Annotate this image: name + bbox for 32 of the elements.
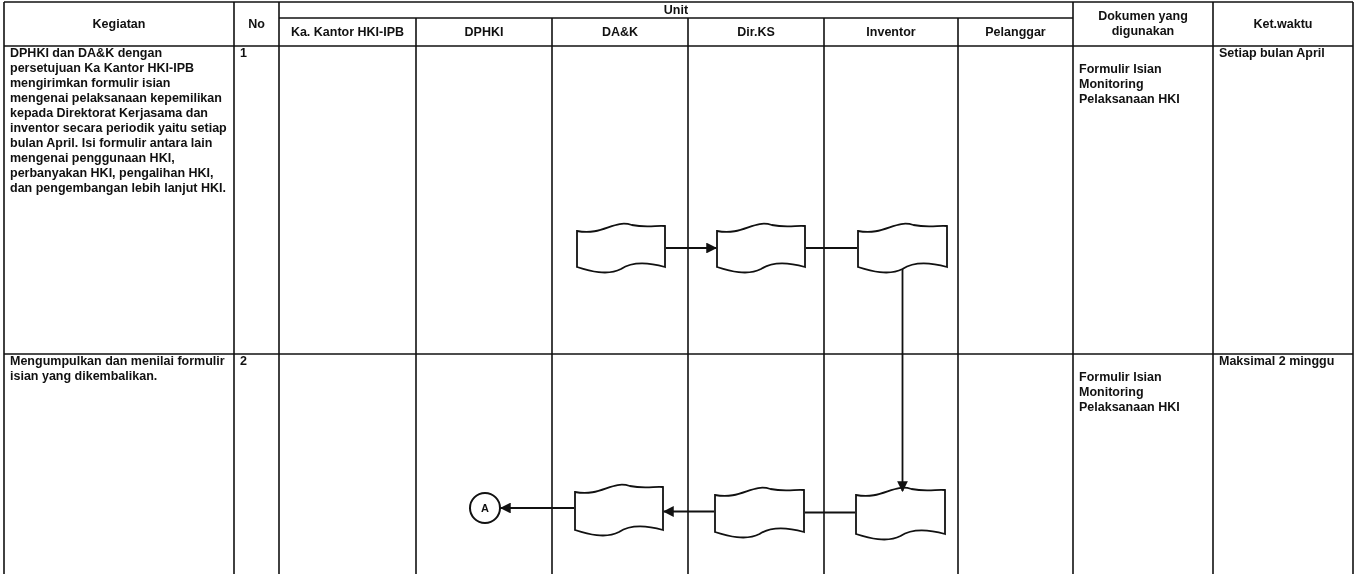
column-header: Dir.KS <box>737 24 775 40</box>
document-text: Formulir Isian Monitoring Pelaksanaan HKI <box>1079 370 1181 415</box>
column-header: Inventor <box>866 24 916 40</box>
document-symbol <box>714 487 805 538</box>
arrow <box>499 502 575 514</box>
document-symbol <box>857 223 948 273</box>
column-header: Ka. Kantor HKI-IPB <box>290 24 405 40</box>
activity-text: Mengumpulkan dan menilai formulir isian yang dikembalikan. <box>10 354 226 384</box>
connector-line <box>805 247 858 249</box>
row-number: 1 <box>240 46 247 61</box>
arrow <box>665 242 718 254</box>
column-header: Pelanggar <box>985 24 1046 40</box>
connector-circle: A <box>469 492 501 524</box>
row-number: 2 <box>240 354 247 369</box>
time-text: Setiap bulan April <box>1219 46 1325 61</box>
arrow <box>662 506 715 517</box>
column-header: DPHKI <box>464 24 504 40</box>
document-symbol <box>716 223 806 273</box>
document-symbol <box>855 487 946 540</box>
column-header: Unit <box>663 2 689 18</box>
column-header: Dokumen yang digunakan <box>1097 9 1189 39</box>
arrow <box>897 268 908 493</box>
column-header: DA&K <box>601 24 639 40</box>
column-header: Kegiatan <box>92 16 146 32</box>
document-symbol <box>574 484 664 536</box>
column-header: No <box>248 16 265 32</box>
connector-line <box>804 511 856 514</box>
document-text: Formulir Isian Monitoring Pelaksanaan HKI <box>1079 62 1181 107</box>
activity-text: DPHKI dan DA&K dengan persetujuan Ka Kantor HKI-IPB mengirimkan formulir isian mengenai pelaksanaan kepemilikan kepada Direktorat Kerjasama dan inventor secara periodik yaitu setiap bulan April. Isi formulir antara lain mengenai penggunaan HKI, perbanyakan HKI, pengalihan HKI, dan pengembangan lebih lanjut HKI. <box>10 46 228 196</box>
column-header: Ket.waktu <box>1253 16 1313 32</box>
time-text: Maksimal 2 minggu <box>1219 354 1335 369</box>
document-symbol <box>576 223 666 273</box>
